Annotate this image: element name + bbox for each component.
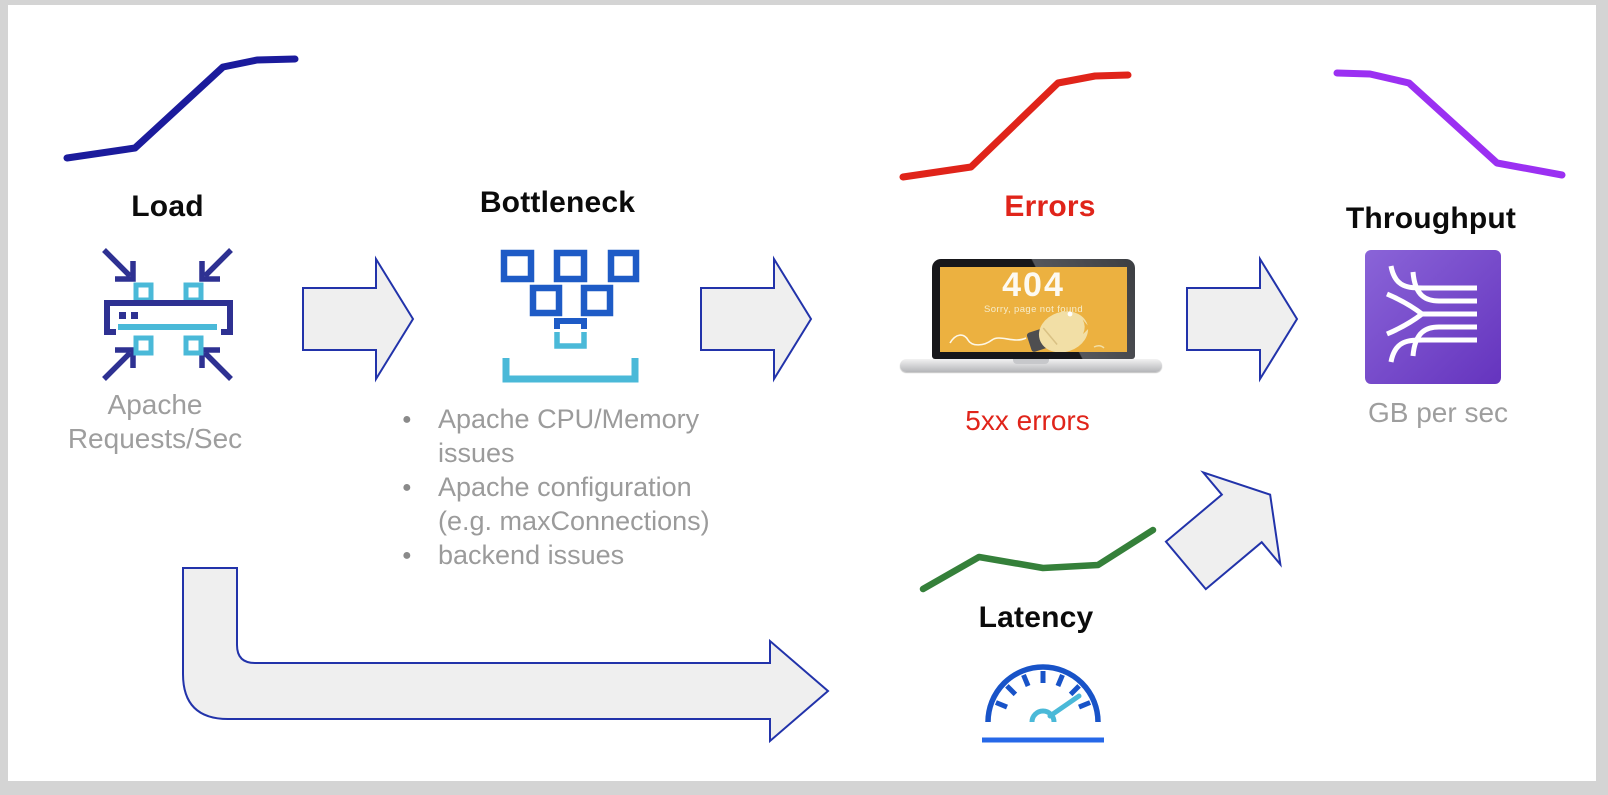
port-squares-icon [133,282,204,356]
list-item: Apache CPU/Memory issues [402,402,748,470]
error-message: Sorry, page not found [983,303,1084,315]
laptop-base [900,359,1162,372]
gauge-arc [985,664,1101,723]
load-caption: Apache Requests/Sec [67,389,243,455]
bottleneck-funnel-icon [500,249,640,383]
error-code: 404 [1002,267,1065,304]
arrow-shape [1186,255,1299,383]
gauge-ticks [994,671,1092,710]
collector-bracket-icon [502,358,639,383]
list-item: Apache configuration (e.g. maxConnection… [402,470,748,538]
list-item: backend issues [402,538,748,573]
gauge-needle [1047,693,1082,719]
arrow-shape [1164,470,1282,591]
latency-sparkline-chart [919,526,1157,593]
throughput-sparkline-line [1333,69,1566,179]
flow-arrow-right-icon [302,255,415,383]
latency-title: Latency [978,601,1094,634]
arrow-shape [182,567,830,744]
converging-streams [1386,265,1477,363]
error-page: 404 Sorry, page not found [940,267,1127,352]
throughput-flow-icon [1365,250,1501,384]
latency-sparkline-line [919,526,1157,593]
indicator-dot [131,312,138,319]
indicator-dot [119,312,126,319]
throughput-sparkline-chart [1333,69,1566,179]
fallen-lightbulb-icon [949,311,1105,352]
flow-arrow-bent-icon [182,567,830,744]
laptop-notch [1013,359,1049,364]
load-title: Load [131,190,204,223]
flow-arrow-up-right-icon [1164,470,1282,591]
bottleneck-title: Bottleneck [479,186,636,219]
laptop-screen: 404 Sorry, page not found [932,259,1135,359]
speedometer-icon [982,664,1104,743]
throughput-title: Throughput [1345,202,1517,235]
icon-tile [1365,250,1501,384]
gauge-hub [1029,708,1057,723]
load-balancer-icon [102,248,233,381]
request-squares-icon [500,249,640,317]
bulb-highlight [1067,311,1073,317]
errors-sparkline-line [899,71,1132,181]
load-sparkline-chart [63,55,299,162]
narrow-slot-top-icon [554,318,587,329]
errors-title: Errors [1004,190,1096,223]
flow-arrow-right-icon [1186,255,1299,383]
load-sparkline-line [63,55,299,162]
bottleneck-causes-list: Apache CPU/Memory issues Apache configur… [398,402,748,573]
errors-caption: 5xx errors [965,405,1090,436]
narrow-slot-bottom-icon [554,332,587,349]
errors-sparkline-chart [899,71,1132,181]
floor-scratch [1093,344,1105,349]
flow-arrow-right-icon [700,255,813,383]
arrow-shape [700,255,813,383]
slide-canvas [8,5,1596,781]
inward-arrows-icon [102,248,233,381]
throughput-caption: GB per sec [1367,397,1509,428]
arrow-shape [302,255,415,383]
cord-squiggle [949,334,1027,346]
laptop-404-illustration: 404 Sorry, page not found [900,250,1162,375]
bulb-body [1026,311,1090,352]
balancer-box-icon [104,300,233,335]
